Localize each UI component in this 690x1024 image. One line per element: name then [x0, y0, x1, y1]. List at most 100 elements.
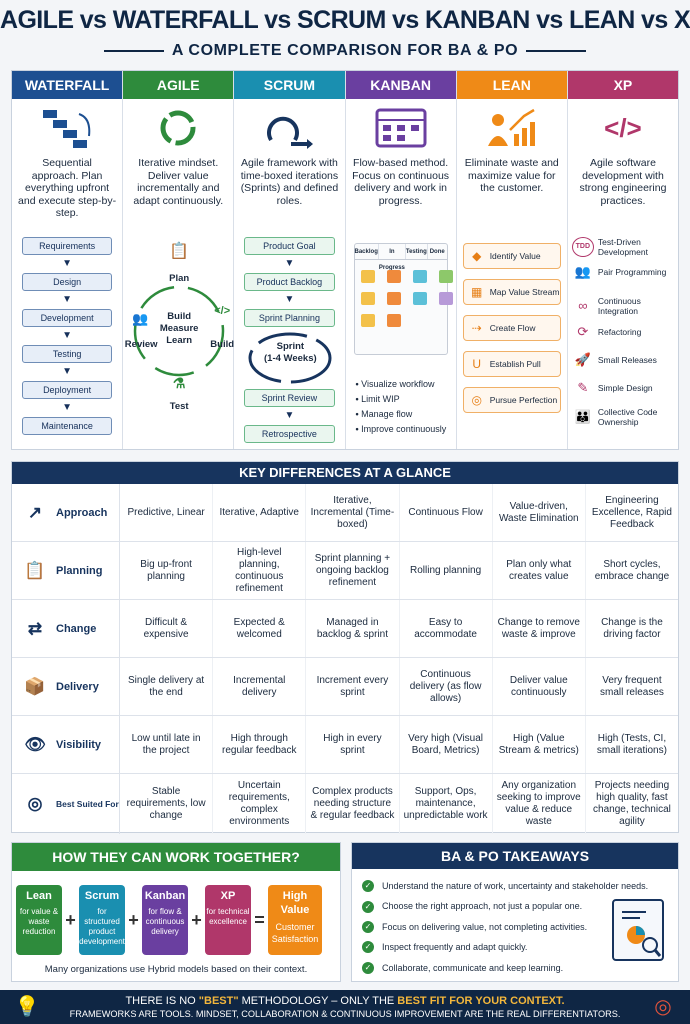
kanban-description: Flow-based method. Focus on continuous d… — [352, 157, 450, 207]
flow-arrows-icon: ⇢ — [471, 321, 482, 335]
table-cell: Iterative, Incremental (Time-boxed) — [306, 484, 400, 541]
change-arrows-icon: ⇄ — [27, 618, 43, 638]
pair-people-icon: 👥 — [574, 264, 591, 279]
check-icon: ✓ — [362, 941, 374, 954]
magnet-icon: U — [472, 357, 482, 371]
table-cell: Continuous delivery (as flow allows) — [400, 658, 493, 715]
xp-practice: 👥Pair Programming — [572, 264, 676, 279]
code-icon: </> — [214, 305, 231, 317]
lightbulb-icon: 💡 — [14, 996, 40, 1018]
column-header-xp: XP — [567, 71, 679, 99]
row-label: ↗Approach — [12, 484, 120, 541]
table-cell: Increment every sprint — [306, 658, 400, 715]
waterfall-step: Development — [22, 309, 113, 327]
list-item: Manage flow — [356, 407, 450, 422]
agile-cycle: 📋 Plan Build Measure Learn </> Build 👥 R… — [123, 241, 235, 491]
table-cell: High-level planning, continuous refineme… — [213, 542, 307, 599]
list-item: ✓Collaborate, communicate and keep learn… — [362, 958, 678, 978]
waterfall-step: Requirements — [22, 237, 113, 255]
table-cell: Short cycles, embrace change — [594, 558, 670, 582]
page-title: AGILE vs WATERFALL vs SCRUM vs KANBAN vs… — [0, 6, 690, 34]
sprint-loop-icon — [234, 99, 344, 157]
kanban-card — [386, 314, 401, 327]
agile-description: Iterative mindset. Deliver value increme… — [133, 157, 224, 207]
column-lean: LEAN Eliminate waste and maximize value … — [456, 71, 568, 449]
scrum-steps: Product Goal▼ Product Backlog▼ Sprint Pl… — [244, 237, 335, 443]
kanban-card — [438, 270, 453, 283]
diamond-icon: ◆ — [472, 249, 482, 263]
table-cell: Very frequent small releases — [599, 674, 664, 698]
waterfall-step: Deployment — [22, 381, 113, 399]
growth-person-icon — [457, 99, 567, 157]
down-arrow-icon: ▼ — [284, 258, 295, 269]
column-header-scrum: SCRUM — [234, 71, 345, 99]
takeaways-list: ✓Understand the nature of work, uncertai… — [352, 869, 678, 978]
list-item: ✓Focus on delivering value, not completi… — [362, 917, 678, 937]
xp-description: Agile software development with strong e… — [579, 157, 667, 207]
list-item: ✓Choose the right approach, not just a p… — [362, 896, 678, 916]
work-together-heading: HOW THEY CAN WORK TOGETHER? — [12, 843, 340, 871]
team-icon: 👪 — [574, 409, 591, 424]
cycle-test: Test — [169, 401, 189, 412]
table-cell: Complex products needing structure & reg… — [306, 774, 400, 834]
page-subtitle: A COMPLETE COMPARISON FOR BA & PO — [0, 42, 690, 60]
code-brackets-icon: </> — [604, 112, 642, 143]
list-item: ✓Inspect frequently and adapt quickly. — [362, 937, 678, 957]
table-cell: Continuous Flow — [400, 484, 493, 541]
table-cell: Predictive, Linear — [120, 484, 214, 541]
table-cell: High in every sprint — [306, 716, 400, 773]
waterfall-description: Sequential approach. Plan everything upf… — [18, 157, 117, 219]
cycle-build: Build — [210, 339, 235, 350]
kanban-board-icon — [346, 99, 456, 157]
table-cell: Change is the driving factor — [601, 616, 663, 640]
table-cell: Rolling planning — [400, 542, 493, 599]
xp-practice: ⟳Refactoring — [572, 325, 676, 338]
board-column-title: Done — [429, 249, 445, 255]
row-label: ◎Best Suited For — [12, 774, 120, 834]
cycle-plan: Plan — [169, 273, 190, 284]
plus-sign: + — [191, 909, 202, 930]
visibility-eye-icon: 👁 — [24, 734, 46, 754]
lean-description: Eliminate waste and maximize value for t… — [464, 157, 559, 194]
lean-principle: ⇢Create Flow — [462, 315, 561, 341]
equals-sign: = — [254, 909, 265, 930]
waterfall-step: Design — [22, 273, 113, 291]
kanban-card — [360, 292, 375, 305]
scrum-step: Sprint Review — [244, 389, 335, 407]
lean-principle: ◎Pursue Perfection — [462, 387, 561, 413]
lean-principle: ▦Map Value Stream — [462, 279, 561, 305]
board-column-title: Backlog — [355, 244, 379, 259]
column-scrum: SCRUM Agile framework with time-boxed it… — [234, 71, 346, 449]
pencil-icon: ✎ — [577, 380, 589, 395]
check-icon: ✓ — [362, 900, 374, 913]
scrum-description: Agile framework with time-boxed iteratio… — [240, 157, 339, 207]
cycle-review: Review — [124, 339, 158, 350]
column-header-lean: LEAN — [456, 71, 567, 99]
footer-banner: 💡 THERE IS NO "BEST" METHODOLOGY – ONLY … — [0, 990, 690, 1024]
check-icon: ✓ — [362, 961, 374, 974]
plus-sign: + — [128, 909, 139, 930]
check-icon: ✓ — [362, 921, 374, 934]
list-item: Visualize workflow — [356, 377, 450, 392]
sprint-cycle: Sprint (1-4 Weeks) — [244, 329, 334, 387]
methodology-columns: WATERFALL Sequential approach. Plan ever… — [11, 70, 679, 450]
table-cell: Uncertain requirements, complex environm… — [213, 774, 307, 834]
row-label: 📦Delivery — [12, 658, 120, 715]
scrum-step: Product Backlog — [244, 273, 335, 291]
plus-sign: + — [65, 909, 76, 930]
approach-arrows-icon: ↗ — [27, 502, 43, 522]
key-differences-heading: KEY DIFFERENCES AT A GLANCE — [12, 462, 678, 484]
column-waterfall: WATERFALL Sequential approach. Plan ever… — [12, 71, 124, 449]
planning-clipboard-icon: 📋 — [24, 560, 46, 580]
table-cell: Change to remove waste & improve — [493, 600, 586, 657]
takeaways-panel: BA & PO TAKEAWAYS ✓Understand the nature… — [351, 842, 679, 982]
